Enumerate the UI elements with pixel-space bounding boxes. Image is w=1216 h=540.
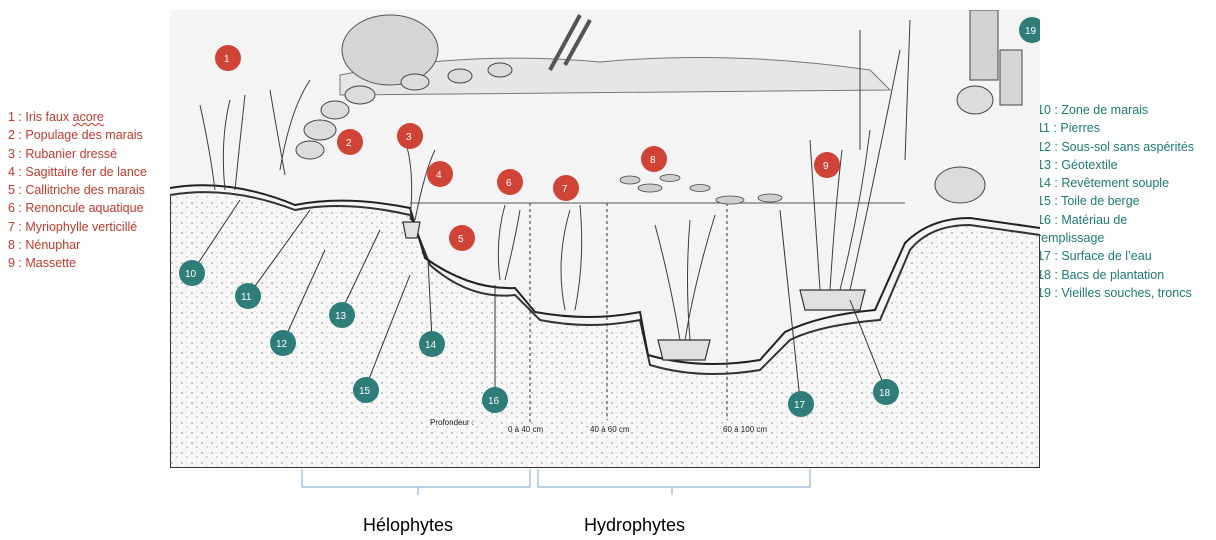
structure-legend-item: 19 : Vieilles souches, troncs	[1037, 284, 1194, 302]
structure-legend-item: 18 : Bacs de plantation	[1037, 266, 1194, 284]
svg-text:14: 14	[425, 340, 437, 351]
svg-text:7: 7	[562, 184, 568, 195]
plant-marker-4: 4	[427, 161, 453, 187]
plant-legend-item: 5 : Callitriche des marais	[8, 181, 147, 199]
hydrophytes-label: Hydrophytes	[584, 515, 685, 536]
depth-zone-1: 0 à 40 cm	[508, 425, 543, 434]
structure-marker-10: 10	[179, 260, 205, 286]
plant-legend: 1 : Iris faux acore 2 : Populage des mara…	[8, 108, 147, 273]
structure-marker-15: 15	[353, 377, 379, 403]
svg-text:2: 2	[346, 138, 352, 149]
pond-cross-section-drawing: 1 2 3 4 5 6 7 8 9 10 11 12 13 14 15 16 1…	[170, 10, 1040, 468]
structure-legend-item: 10 : Zone de marais	[1037, 101, 1194, 119]
structure-legend-item-text: 12 : Sous-sol sans aspérités	[1037, 140, 1194, 154]
svg-text:15: 15	[359, 386, 371, 397]
svg-text:8: 8	[650, 155, 656, 166]
structure-legend-item-text: 14 : Revêtement souple	[1037, 176, 1169, 190]
plant-marker-2: 2	[337, 129, 363, 155]
plant-legend-item: 2 : Populage des marais	[8, 126, 147, 144]
structure-legend-item-text: 10 : Zone de marais	[1037, 103, 1148, 117]
plant-legend-item-extra: acore	[73, 110, 104, 124]
plant-marker-8: 8	[641, 146, 667, 172]
structure-legend-item: 16 : Matériau de	[1037, 211, 1194, 229]
structure-legend-item: 13 : Géotextile	[1037, 156, 1194, 174]
structure-legend-item: 17 : Surface de l’eau	[1037, 247, 1194, 265]
plant-legend-item-text: 2 : Populage des marais	[8, 128, 143, 142]
plant-legend-item: 3 : Rubanier dressé	[8, 145, 147, 163]
depth-label: Profondeur :	[430, 418, 474, 427]
structure-legend-item-text: 13 : Géotextile	[1037, 158, 1118, 172]
structure-legend-item-text: 19 : Vieilles souches, troncs	[1037, 286, 1192, 300]
structure-marker-17: 17	[788, 391, 814, 417]
structure-marker-13: 13	[329, 302, 355, 328]
structure-legend-item-text: 11 : Pierres	[1037, 121, 1100, 135]
structure-legend-item-text: 15 : Toile de berge	[1037, 194, 1140, 208]
structure-legend-item-text: 17 : Surface de l’eau	[1037, 249, 1152, 263]
plant-legend-item-text: 8 : Nénuphar	[8, 238, 80, 252]
svg-text:5: 5	[458, 234, 464, 245]
structure-legend: 10 : Zone de marais 11 : Pierres 12 : Sous…	[1037, 101, 1194, 302]
svg-text:10: 10	[185, 269, 197, 280]
plant-marker-6: 6	[497, 169, 523, 195]
structure-legend-item-text: remplissage	[1037, 231, 1104, 245]
plant-legend-item-text: 1 : Iris faux	[8, 110, 73, 124]
helophytes-bracket	[302, 469, 530, 495]
depth-zone-3: 60 à 100 cm	[723, 425, 767, 434]
svg-text:3: 3	[406, 132, 412, 143]
hydrophytes-bracket	[538, 469, 810, 495]
structure-legend-item-text: 16 : Matériau de	[1037, 213, 1127, 227]
svg-text:19: 19	[1025, 26, 1037, 37]
plant-marker-1: 1	[215, 45, 241, 71]
svg-text:17: 17	[794, 400, 806, 411]
plant-legend-item: 6 : Renoncule aquatique	[8, 199, 147, 217]
plant-marker-3: 3	[397, 123, 423, 149]
plant-legend-item: 4 : Sagittaire fer de lance	[8, 163, 147, 181]
plant-legend-item-text: 9 : Massette	[8, 256, 76, 270]
structure-legend-item: 11 : Pierres	[1037, 119, 1194, 137]
plant-legend-item: 7 : Myriophylle verticillé	[8, 218, 147, 236]
structure-marker-14: 14	[419, 331, 445, 357]
structure-legend-item: 15 : Toile de berge	[1037, 192, 1194, 210]
depth-zone-2: 40 à 60 cm	[590, 425, 630, 434]
plant-legend-item-text: 7 : Myriophylle verticillé	[8, 220, 137, 234]
svg-text:18: 18	[879, 388, 891, 399]
svg-text:4: 4	[436, 170, 442, 181]
structure-marker-11: 11	[235, 283, 261, 309]
svg-text:6: 6	[506, 178, 512, 189]
structure-marker-18: 18	[873, 379, 899, 405]
plant-marker-7: 7	[553, 175, 579, 201]
plant-legend-item-text: 4 : Sagittaire fer de lance	[8, 165, 147, 179]
plant-legend-item: 8 : Nénuphar	[8, 236, 147, 254]
group-brackets	[290, 465, 820, 505]
svg-text:11: 11	[241, 292, 252, 303]
structure-legend-item-text: 18 : Bacs de plantation	[1037, 268, 1164, 282]
svg-text:12: 12	[276, 339, 288, 350]
plant-legend-item-text: 6 : Renoncule aquatique	[8, 201, 144, 215]
structure-legend-item: 12 : Sous-sol sans aspérités	[1037, 138, 1194, 156]
helophytes-label: Hélophytes	[363, 515, 453, 536]
svg-text:9: 9	[823, 161, 829, 172]
structure-legend-item: 14 : Revêtement souple	[1037, 174, 1194, 192]
svg-text:1: 1	[224, 54, 230, 65]
plant-legend-item: 1 : Iris faux acore	[8, 108, 147, 126]
plant-legend-item-text: 5 : Callitriche des marais	[8, 183, 145, 197]
plant-legend-item: 9 : Massette	[8, 254, 147, 272]
svg-text:16: 16	[488, 396, 500, 407]
plant-legend-item-text: 3 : Rubanier dressé	[8, 147, 117, 161]
plant-marker-5: 5	[449, 225, 475, 251]
structure-marker-16: 16	[482, 387, 508, 413]
structure-marker-12: 12	[270, 330, 296, 356]
svg-text:13: 13	[335, 311, 347, 322]
structure-legend-item: remplissage	[1037, 229, 1194, 247]
plant-marker-9: 9	[814, 152, 840, 178]
